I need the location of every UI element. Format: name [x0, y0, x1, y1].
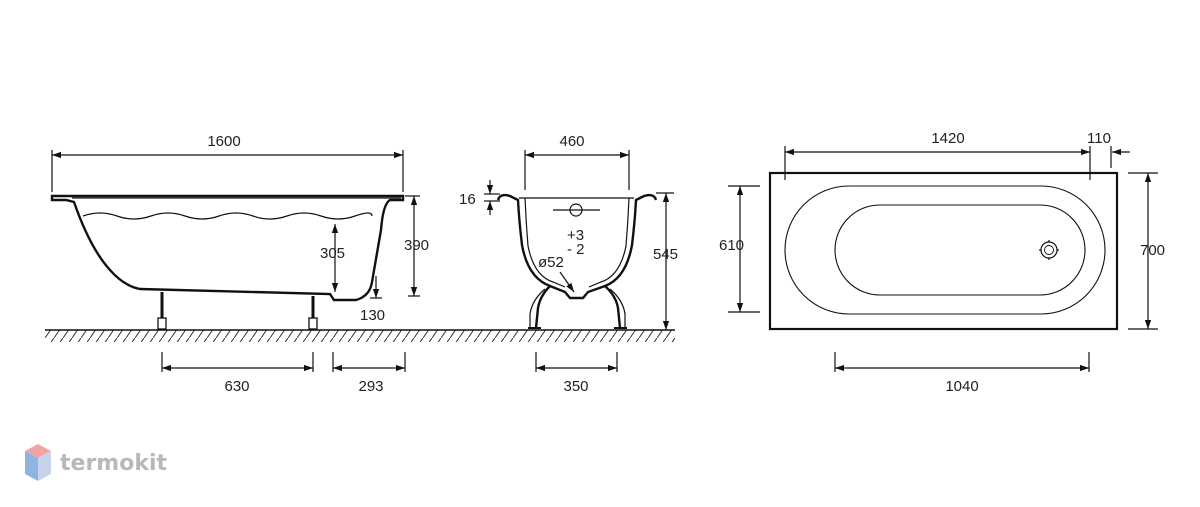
dim-inner-length: 1420: [931, 130, 964, 147]
termokit-logo: termokit: [25, 444, 167, 481]
dim-rim-offset: 110: [1087, 130, 1111, 147]
dim-drain-diameter: ø52: [538, 254, 564, 271]
side-leg-right: [308, 296, 318, 330]
dim-end-width: 460: [559, 133, 584, 150]
floor-hatch: [45, 329, 675, 342]
dim-total-height: 545: [653, 246, 678, 263]
dim-inner-width: 610: [719, 237, 744, 254]
brand-name: termokit: [60, 451, 167, 476]
dim-leg-offset: 293: [358, 378, 383, 395]
side-view: 1600 390 305 130 630 293: [50, 133, 429, 395]
dim-outer-width: 700: [1140, 242, 1165, 259]
tolerance-minus: - 2: [567, 241, 585, 258]
dim-water-depth: 305: [320, 245, 345, 262]
end-view: 460 16 545 +3 - 2 ø52 350: [459, 133, 678, 395]
tolerance-plus: +3: [567, 227, 584, 244]
tub-outline: [768, 171, 1119, 331]
end-leg-left: [528, 285, 551, 329]
dim-drain-height: 130: [360, 307, 385, 324]
end-leg-right: [604, 285, 627, 329]
side-leg-left: [157, 292, 167, 330]
dim-leg-spacing: 630: [224, 378, 249, 395]
tub-rim-inner: [784, 185, 1106, 315]
dim-rim-thickness: 16: [459, 191, 476, 208]
dim-leg-width: 350: [563, 378, 588, 395]
dim-length: 1600: [207, 133, 240, 150]
top-view: 1420 110 610 700 1040: [719, 130, 1165, 395]
dim-rim-height: 390: [404, 237, 429, 254]
drain-icon: [1039, 240, 1059, 260]
tub-bottom: [834, 204, 1086, 296]
dim-bottom-length: 1040: [945, 378, 978, 395]
